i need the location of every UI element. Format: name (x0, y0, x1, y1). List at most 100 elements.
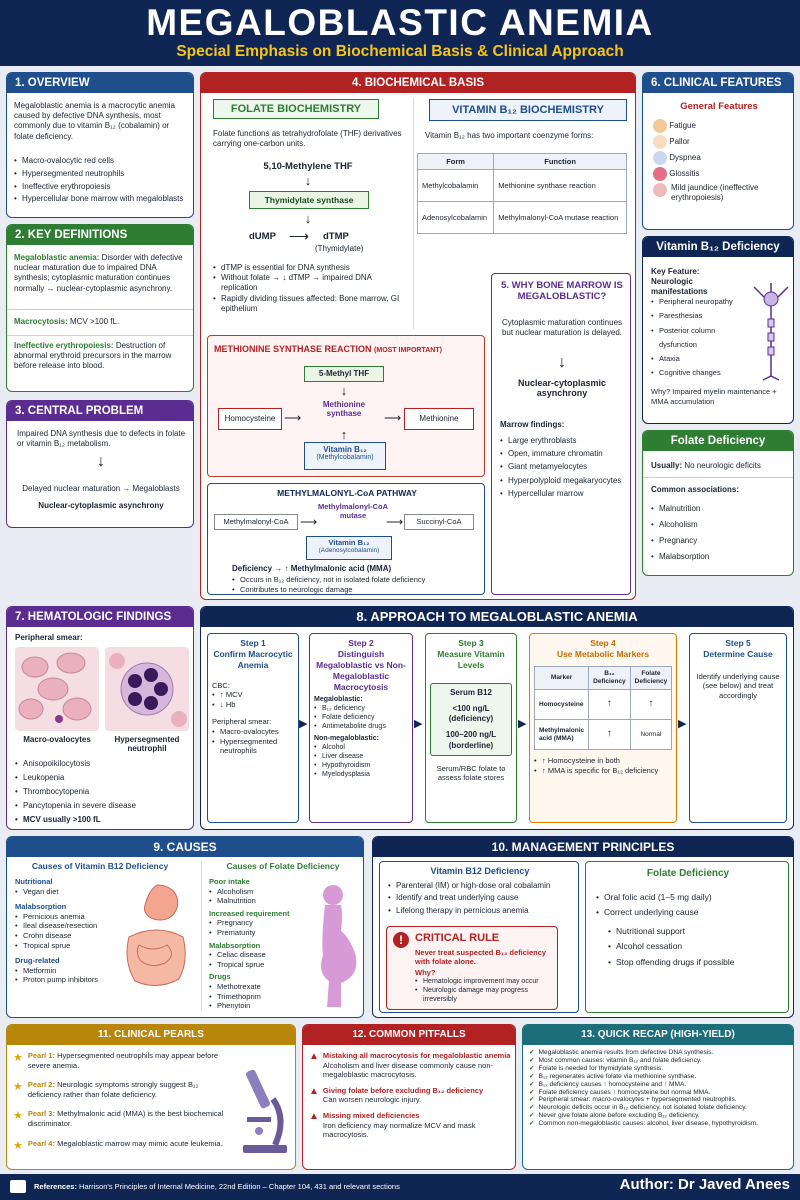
feature-dyspnea: Dyspnea (653, 151, 791, 167)
overview-panel: 1. OVERVIEW Megaloblastic anemia is a ma… (6, 72, 194, 218)
approach-panel: 8. APPROACH TO MEGALOBLASTIC ANEMIA Step… (200, 606, 794, 830)
feature-pallor: Pallor (653, 135, 791, 151)
folate-usually: Usually: No neurologic deficits (651, 461, 761, 470)
list-item: B₁₂ deficiency (314, 705, 408, 714)
list-item: Pernicious anemia (15, 912, 115, 922)
table-cell: ↑ (629, 689, 673, 721)
table-cell: Methionine synthase reaction (493, 169, 627, 202)
list-item: Large erythroblasts (500, 434, 626, 447)
critical-rule-text: Never treat suspected B₁₂ deficiency wit… (415, 948, 547, 967)
list-item: Peripheral neuropathy (651, 295, 747, 310)
b12-deficiency-title: Vitamin B₁₂ Deficiency (643, 237, 793, 257)
b12-deficiency-panel: Vitamin B₁₂ Deficiency Key Feature: Neur… (642, 236, 794, 424)
neuron-icon (753, 283, 789, 381)
b12-management-box: Vitamin B12 Deficiency Parenteral (IM) o… (379, 861, 579, 1013)
methionine-synthase-enzyme: Methionine synthase (322, 400, 366, 418)
list-item: Prematurity (209, 928, 305, 938)
list-item: Identify and treat underlying cause (388, 892, 576, 905)
list-item: ✔Folate deficiency causes ↑ homocysteine… (529, 1088, 711, 1096)
dtmp-label: dTMP (323, 231, 349, 242)
causes-title: 9. CAUSES (7, 837, 363, 857)
down-arrow-icon: ↓ (558, 354, 566, 371)
smear-label: Peripheral smear: (15, 633, 83, 642)
pearls-panel: 11. CLINICAL PEARLS ★Pearl 1: Hypersegme… (6, 1024, 296, 1170)
list-item: Cognitive changes (651, 366, 747, 381)
right-arrow-icon: ▶ (518, 718, 527, 730)
list-item: ↑ Homocysteine in both (534, 756, 672, 766)
management-panel: 10. MANAGEMENT PRINCIPLES Vitamin B12 De… (372, 836, 794, 1018)
hematologic-title: 7. HEMATOLOGIC FINDINGS (7, 607, 193, 627)
b12-adenosylcobalamin-box: Vitamin B₁₂(Adenosylcobalamin) (306, 536, 392, 560)
central-problem-panel: 3. CENTRAL PROBLEM Impaired DNA synthesi… (6, 400, 194, 528)
table-header: Marker (533, 665, 590, 691)
warning-icon: ! (393, 932, 409, 948)
check-icon: ✔ (529, 1104, 535, 1112)
table-cell: Methylmalonyl-CoA mutase reaction (493, 201, 627, 234)
tongue-icon (653, 167, 667, 181)
check-icon: ✔ (529, 1088, 535, 1096)
list-item: Hematologic improvement may occur (415, 978, 555, 987)
list-item: Posterior column dysfunction (651, 324, 747, 353)
list-item: Nutritional support (608, 924, 784, 940)
list-item: Correct underlying cause (596, 905, 784, 921)
list-item: Pregnancy (651, 533, 789, 549)
list-item: Antimetabolite drugs (314, 723, 408, 732)
causes-panel: 9. CAUSES Causes of Vitamin B12 Deficien… (6, 836, 364, 1018)
thymidylate-label: (Thymidylate) (315, 244, 364, 253)
right-arrow-icon: ▶ (414, 718, 423, 730)
list-item: Parenteral (IM) or high-dose oral cobala… (388, 880, 576, 893)
warning-icon: ▲ (309, 1085, 319, 1097)
marrow-findings-title: Marrow findings: (500, 420, 565, 429)
page-title: MEGALOBLASTIC ANEMIA (146, 2, 654, 43)
table-cell: Normal (629, 719, 673, 751)
pitfalls-panel: 12. COMMON PITFALLS ▲Mistaking all macro… (302, 1024, 516, 1170)
critical-rule-title: CRITICAL RULE (415, 932, 500, 944)
methylmalonyl-pathway-box: METHYLMALONYL-CoA PATHWAY Methylmalonyl-… (207, 483, 485, 595)
feature-jaundice: Mild jaundice (ineffective erythropoiesi… (653, 183, 791, 207)
folate-notes: dTMP is essential for DNA synthesis With… (213, 263, 405, 314)
folate-biochem-title: FOLATE BIOCHEMISTRY (213, 99, 379, 119)
hematologic-panel: 7. HEMATOLOGIC FINDINGS Peripheral smear… (6, 606, 194, 830)
right-arrow-icon: ⟶ (289, 228, 310, 244)
list-item: Folate deficiency (314, 714, 408, 723)
b12-causes-title: Causes of Vitamin B12 Deficiency (31, 861, 169, 871)
pearl-item: ★Pearl 4: Megaloblastic marrow may mimic… (13, 1138, 223, 1152)
list-item: ✔Megaloblastic anemia results from defec… (529, 1049, 714, 1056)
list-item: Malnutrition (209, 896, 305, 906)
recap-title: 13. QUICK RECAP (HIGH-YIELD) (523, 1025, 793, 1045)
b12-key-feature: Key Feature: Neurologic manifestations (651, 267, 708, 297)
folate-causes-title: Causes of Folate Deficiency (226, 861, 340, 871)
list-item: Crohn disease (15, 931, 115, 941)
list-item: Occurs in B₁₂ deficiency, not in isolate… (232, 575, 482, 585)
general-features-title: General Features (680, 101, 758, 112)
list-item: ✔Never give folate alone before excludin… (529, 1112, 700, 1120)
central-problem-effect: Delayed nuclear maturation → Megaloblast… (22, 484, 180, 493)
list-item: Ataxia (651, 352, 747, 367)
right-arrow-icon: ▶ (678, 718, 687, 730)
recap-list: ✔Megaloblastic anemia results from defec… (529, 1049, 791, 1128)
list-item: Celiac disease (209, 950, 305, 960)
list-item: dTMP is essential for DNA synthesis (213, 263, 405, 273)
hypersegmented-neutrophil-label: Hypersegmented neutrophil (114, 735, 180, 753)
references: References: Harrison's Principles of Int… (34, 1182, 400, 1191)
list-item: Malabsorption (651, 549, 789, 565)
marrow-explanation: Cytoplasmic maturation continues but nuc… (501, 318, 623, 338)
star-icon: ★ (13, 1052, 23, 1064)
list-item: Proton pump inhibitors (15, 975, 115, 985)
definition-megaloblastic: Megaloblastic anemia: Disorder with defe… (14, 253, 183, 293)
check-icon: ✔ (529, 1120, 535, 1128)
list-item: Liver disease (314, 753, 408, 762)
list-item: MCV usually >100 fL (15, 813, 191, 827)
list-item: Giant metamyelocytes (500, 460, 626, 473)
table-header: B₁₂ Deficiency (588, 665, 631, 691)
check-icon: ✔ (529, 1096, 535, 1104)
tired-face-icon (653, 119, 667, 133)
marrow-title: 5. WHY BONE MARROW IS MEGALOBLASTIC? (501, 280, 623, 302)
methylmalonyl-mutase-enzyme: Methylmalonyl-CoA mutase (317, 502, 388, 520)
methyl-thf-box: 5-Methyl THF (304, 366, 384, 382)
list-item: Neurologic damage may progress irreversi… (415, 987, 555, 1005)
